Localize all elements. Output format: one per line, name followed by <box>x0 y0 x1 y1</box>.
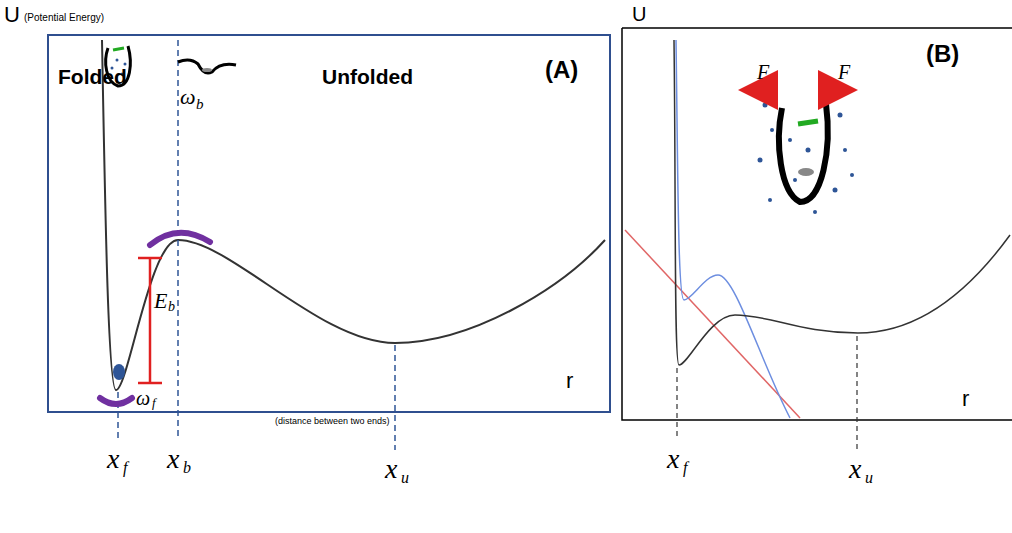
panel-label: (A) <box>545 58 578 82</box>
symbol: ω <box>180 86 196 108</box>
symbol: x <box>107 445 119 473</box>
subscript: u <box>401 470 409 486</box>
symbol: x <box>849 455 861 483</box>
region-label: Unfolded <box>322 66 413 87</box>
axis-note: (distance between two ends) <box>275 417 390 426</box>
symbol: x <box>385 455 397 483</box>
subscript: b <box>196 97 204 112</box>
axis-note: (Potential Energy) <box>24 13 104 23</box>
subscript: u <box>865 470 873 486</box>
subscript: f <box>123 460 127 476</box>
panel-label: (B) <box>926 42 959 66</box>
symbol: x <box>167 445 179 473</box>
force-label: F <box>757 62 769 82</box>
axis-label: U <box>4 4 20 26</box>
subscript: f <box>152 396 156 409</box>
subscript: b <box>168 300 175 314</box>
symbol: E <box>154 290 167 312</box>
subscript: b <box>183 460 191 476</box>
subscript: f <box>683 460 687 476</box>
force-label: F <box>838 62 850 82</box>
region-label: Folded <box>58 66 127 87</box>
symbol: x <box>667 445 679 473</box>
axis-label: r <box>566 370 573 392</box>
axis-label: U <box>632 4 646 24</box>
symbol: ω <box>136 388 150 408</box>
axis-label: r <box>962 388 969 410</box>
